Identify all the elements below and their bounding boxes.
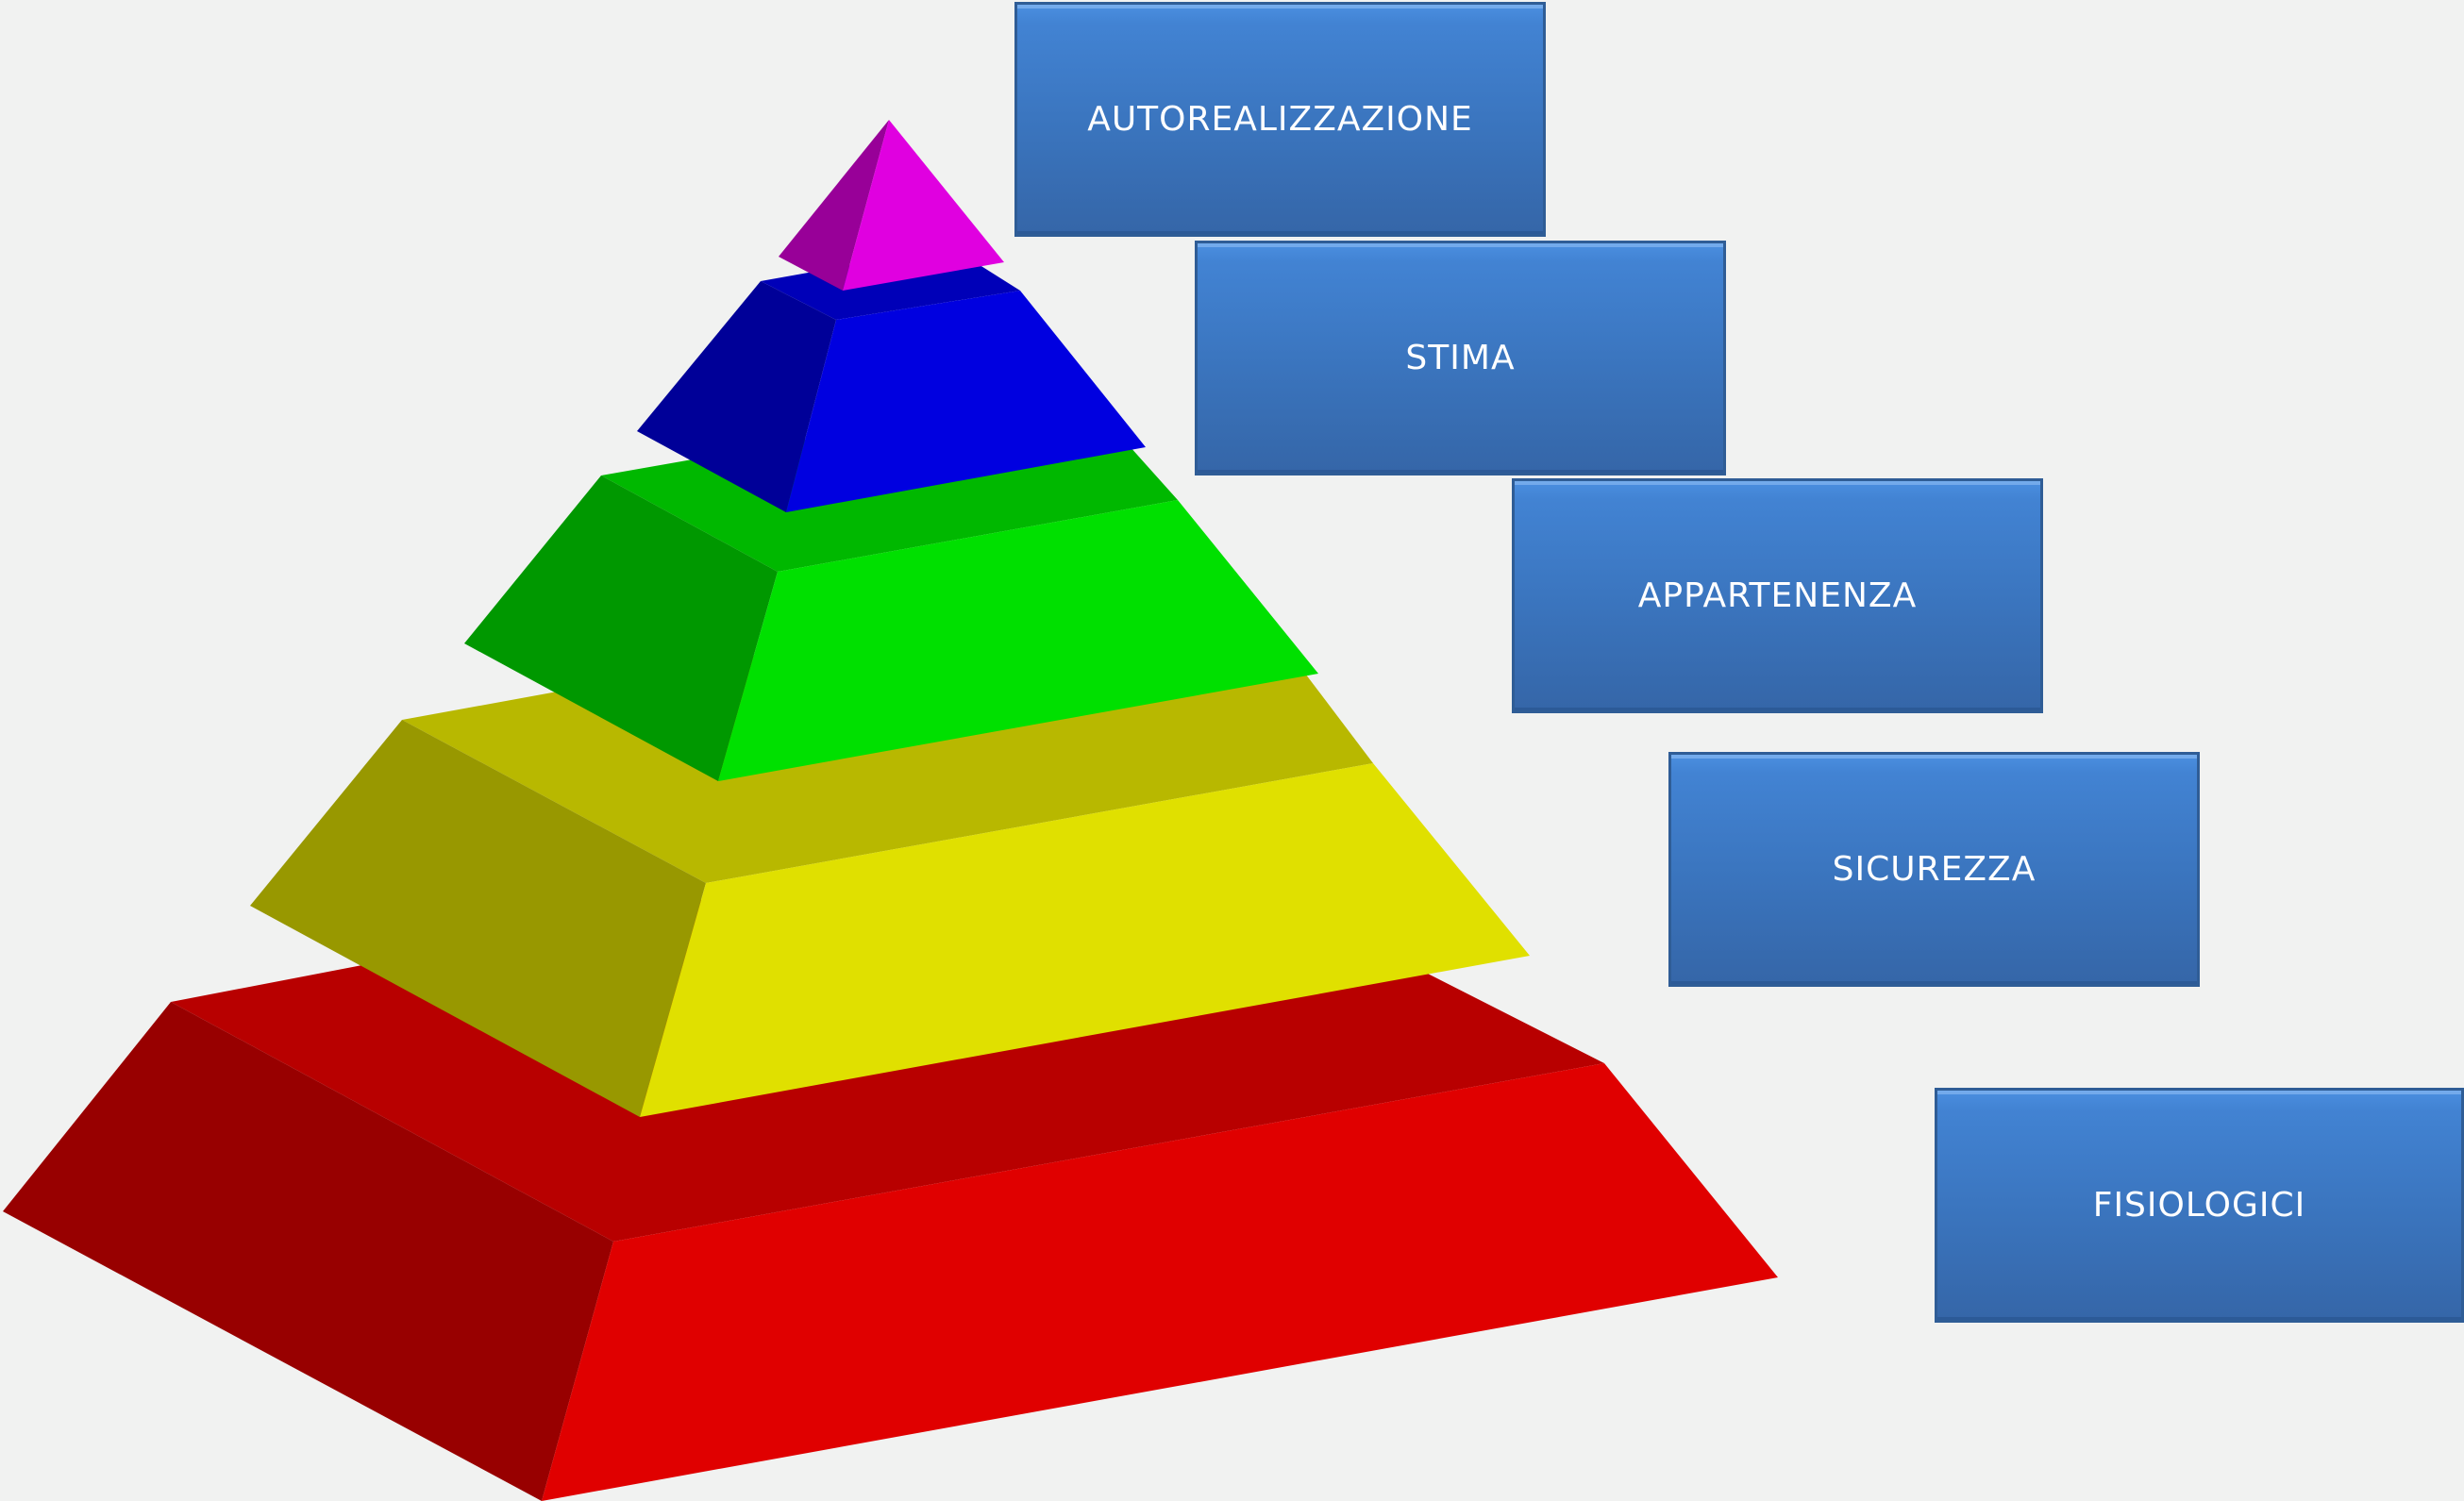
level-label-stima: STIMA (1405, 339, 1516, 377)
level-box-sicurezza: SICUREZZA (1668, 752, 2200, 987)
tier-fisiologici-left (3, 1002, 613, 1501)
level-label-autorealizzazione: AUTOREALIZZAZIONE (1087, 100, 1473, 139)
tier-stima (637, 247, 1146, 512)
tier-appartenenza-front (718, 500, 1318, 781)
tier-autorealizzazione-left (779, 120, 889, 291)
level-label-fisiologici: FISIOLOGICI (2092, 1186, 2306, 1225)
tier-sicurezza-left (250, 720, 706, 1117)
tier-stima-left (637, 281, 836, 512)
level-box-fisiologici: FISIOLOGICI (1935, 1088, 2464, 1323)
level-box-autorealizzazione: AUTOREALIZZAZIONE (1014, 2, 1546, 237)
tier-autorealizzazione-front (843, 120, 1004, 291)
tier-appartenenza-left (464, 475, 778, 781)
tier-fisiologici-front (542, 1063, 1778, 1501)
tier-stima-front (786, 291, 1146, 512)
level-label-appartenenza: APPARTENENZA (1637, 576, 1918, 615)
level-box-appartenenza: APPARTENENZA (1512, 478, 2043, 713)
level-box-stima: STIMA (1195, 241, 1726, 475)
tier-autorealizzazione (779, 120, 1004, 291)
tier-sicurezza-front (640, 763, 1530, 1117)
level-label-sicurezza: SICUREZZA (1832, 850, 2037, 889)
